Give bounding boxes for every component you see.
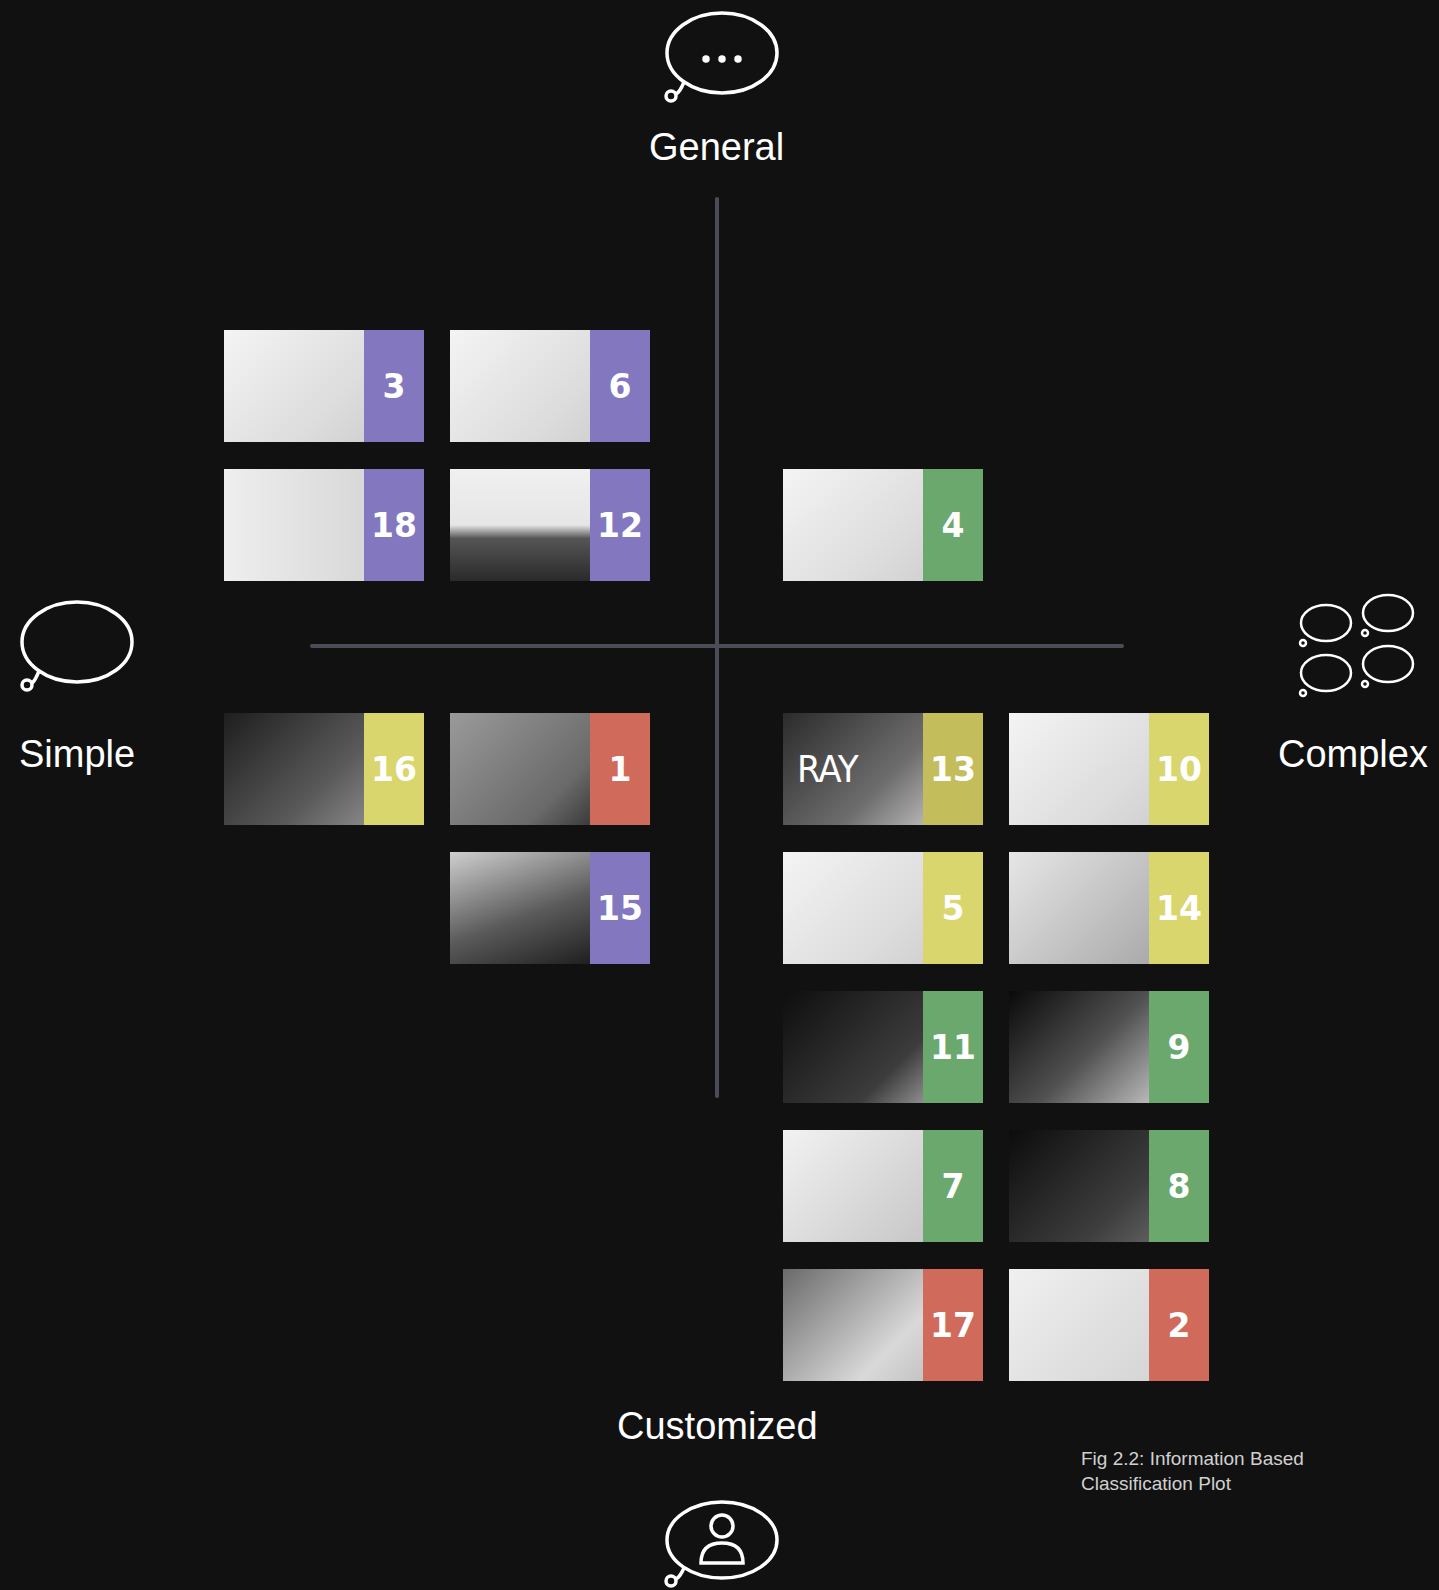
tile-number: 12 bbox=[597, 506, 643, 545]
category-band: 3 bbox=[364, 330, 424, 442]
project-tile: 14 bbox=[1009, 852, 1209, 964]
project-tile: 6 bbox=[450, 330, 650, 442]
project-tile: 2 bbox=[1009, 1269, 1209, 1381]
category-band: 15 bbox=[590, 852, 650, 964]
project-tile: 3 bbox=[224, 330, 424, 442]
project-tile: 4 bbox=[783, 469, 983, 581]
project-tile: 5 bbox=[783, 852, 983, 964]
project-tile: 1 bbox=[450, 713, 650, 825]
category-band: 18 bbox=[364, 469, 424, 581]
tile-number: 1 bbox=[609, 750, 632, 789]
category-band: 5 bbox=[923, 852, 983, 964]
project-tile: 15 bbox=[450, 852, 650, 964]
project-tile: 18 bbox=[224, 469, 424, 581]
horizontal-axis bbox=[312, 644, 1122, 648]
category-band: 6 bbox=[590, 330, 650, 442]
tile-number: 2 bbox=[1168, 1306, 1191, 1345]
tile-number: 5 bbox=[942, 889, 965, 928]
tile-number: 10 bbox=[1156, 750, 1202, 789]
category-band: 1 bbox=[590, 713, 650, 825]
project-tile: 9 bbox=[1009, 991, 1209, 1103]
axis-label: Simple bbox=[19, 733, 135, 776]
project-tile: 11 bbox=[783, 991, 983, 1103]
category-band: 9 bbox=[1149, 991, 1209, 1103]
project-tile: 17 bbox=[783, 1269, 983, 1381]
tile-number: 7 bbox=[942, 1167, 965, 1206]
category-band: 16 bbox=[364, 713, 424, 825]
photo-text: RAY bbox=[797, 747, 858, 791]
project-tile: 10 bbox=[1009, 713, 1209, 825]
tile-number: 9 bbox=[1168, 1028, 1191, 1067]
tile-number: 13 bbox=[930, 750, 976, 789]
axis-label: Complex bbox=[1278, 733, 1428, 776]
category-band: 17 bbox=[923, 1269, 983, 1381]
tile-number: 11 bbox=[930, 1028, 976, 1067]
tile-number: 8 bbox=[1168, 1167, 1191, 1206]
simple-bubble-icon bbox=[22, 602, 132, 690]
tile-number: 4 bbox=[942, 506, 965, 545]
category-band: 14 bbox=[1149, 852, 1209, 964]
category-band: 2 bbox=[1149, 1269, 1209, 1381]
tile-number: 17 bbox=[930, 1306, 976, 1345]
tile-number: 3 bbox=[383, 367, 406, 406]
tile-number: 15 bbox=[597, 889, 643, 928]
category-band: 4 bbox=[923, 469, 983, 581]
complex-bubbles-icon bbox=[1300, 595, 1413, 696]
customized-bubble-icon bbox=[666, 1502, 777, 1586]
project-tile: 8 bbox=[1009, 1130, 1209, 1242]
project-tile: 12 bbox=[450, 469, 650, 581]
category-band: 12 bbox=[590, 469, 650, 581]
project-tile: 7 bbox=[783, 1130, 983, 1242]
axis-label: Customized bbox=[617, 1405, 818, 1448]
tile-number: 18 bbox=[371, 506, 417, 545]
tile-number: 16 bbox=[371, 750, 417, 789]
category-band: 11 bbox=[923, 991, 983, 1103]
tile-number: 14 bbox=[1156, 889, 1202, 928]
project-tile: 16 bbox=[224, 713, 424, 825]
category-band: 7 bbox=[923, 1130, 983, 1242]
general-bubble-icon bbox=[666, 13, 777, 101]
axis-label: General bbox=[649, 126, 784, 169]
category-band: 8 bbox=[1149, 1130, 1209, 1242]
category-band: 10 bbox=[1149, 713, 1209, 825]
category-band: 13 bbox=[923, 713, 983, 825]
project-tile: 13 RAY bbox=[783, 713, 983, 825]
tile-number: 6 bbox=[609, 367, 632, 406]
figure-caption: Fig 2.2: Information Based Classificatio… bbox=[1081, 1446, 1341, 1496]
